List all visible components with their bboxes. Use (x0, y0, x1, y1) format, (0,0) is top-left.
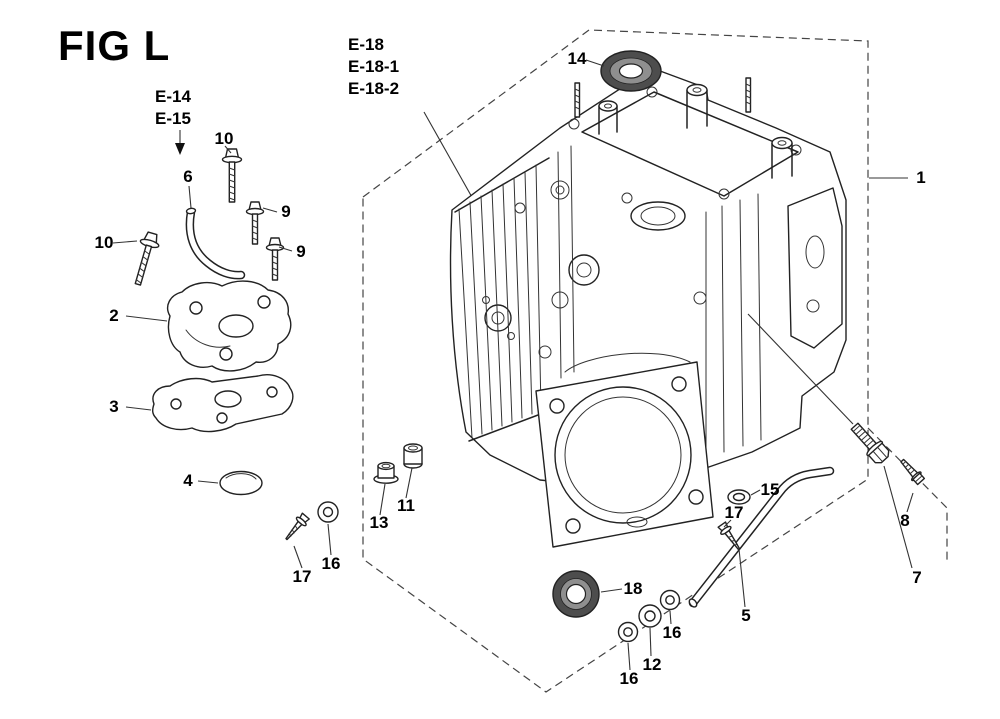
part-10-flange-bolt (221, 148, 243, 203)
part-callout-1: 1 (916, 168, 926, 187)
part-3-gasket (151, 374, 294, 433)
ref-line: E-18-1 (348, 57, 400, 76)
part-14-oil-seal (600, 50, 662, 92)
part-callout-6: 6 (183, 167, 193, 186)
part-callout-7: 7 (912, 568, 922, 587)
part-17-screw (285, 512, 310, 541)
bolt-boss (598, 100, 618, 135)
cylinder-block-assembly (449, 67, 847, 548)
ref-line: E-14 (155, 87, 191, 106)
cylinder-bore-face (535, 361, 714, 548)
part-callout-17: 17 (724, 503, 744, 522)
part-8-screw (900, 458, 926, 486)
bolt-boss (686, 83, 708, 129)
part-callout-12: 12 (642, 655, 662, 674)
ref-line: E-18-2 (348, 79, 400, 98)
part-18-oil-seal (552, 570, 600, 618)
part-7-drain-bolt (850, 422, 890, 464)
stud-bolt (745, 77, 752, 113)
assembly-boundary-dashed (362, 29, 948, 693)
part-callout-16: 16 (662, 623, 682, 642)
part-callout-15: 15 (760, 480, 780, 499)
part-17-screw (717, 521, 741, 551)
part-10-flange-bolt (134, 231, 160, 286)
part-11-bushing (403, 443, 423, 469)
part-15-ring (727, 489, 751, 505)
part-16-washer (617, 621, 639, 643)
part-callout-10: 10 (94, 233, 114, 252)
part-16-washer (659, 589, 681, 611)
down-arrow-icon (175, 143, 185, 155)
part-callout-13: 13 (369, 513, 389, 532)
part-6-breather-tube (185, 207, 246, 280)
part-callout-16: 16 (619, 669, 639, 688)
ref-line: E-18 (348, 35, 384, 54)
part-4-cap (219, 470, 263, 496)
part-callout-10: 10 (214, 129, 234, 148)
part-13-nut (373, 461, 399, 484)
part-callout-3: 3 (109, 397, 119, 416)
part-2-breather-plate (166, 280, 292, 372)
part-callout-18: 18 (623, 579, 643, 598)
part-9-flange-bolt (265, 237, 285, 281)
part-callout-5: 5 (741, 606, 751, 625)
part-callout-17: 17 (292, 567, 312, 586)
part-16-washer (317, 501, 339, 523)
figure-title: FIG L (58, 22, 171, 69)
leader-lines (112, 59, 914, 671)
part-callout-16: 16 (321, 554, 341, 573)
part-callout-14: 14 (567, 49, 587, 68)
cooling-fins (454, 157, 550, 442)
part-callout-4: 4 (183, 471, 193, 490)
part-5-drain-tube (688, 466, 835, 608)
bolt-boss (771, 136, 793, 179)
part-12-washer (638, 604, 662, 628)
ref-line: E-15 (155, 109, 191, 128)
part-callout-2: 2 (109, 306, 119, 325)
part-callout-9: 9 (296, 242, 306, 261)
part-9-flange-bolt (245, 201, 265, 245)
part-callout-11: 11 (397, 496, 415, 515)
part-callout-8: 8 (900, 511, 910, 530)
part-callout-9: 9 (281, 202, 291, 221)
stud-bolt (574, 82, 581, 118)
